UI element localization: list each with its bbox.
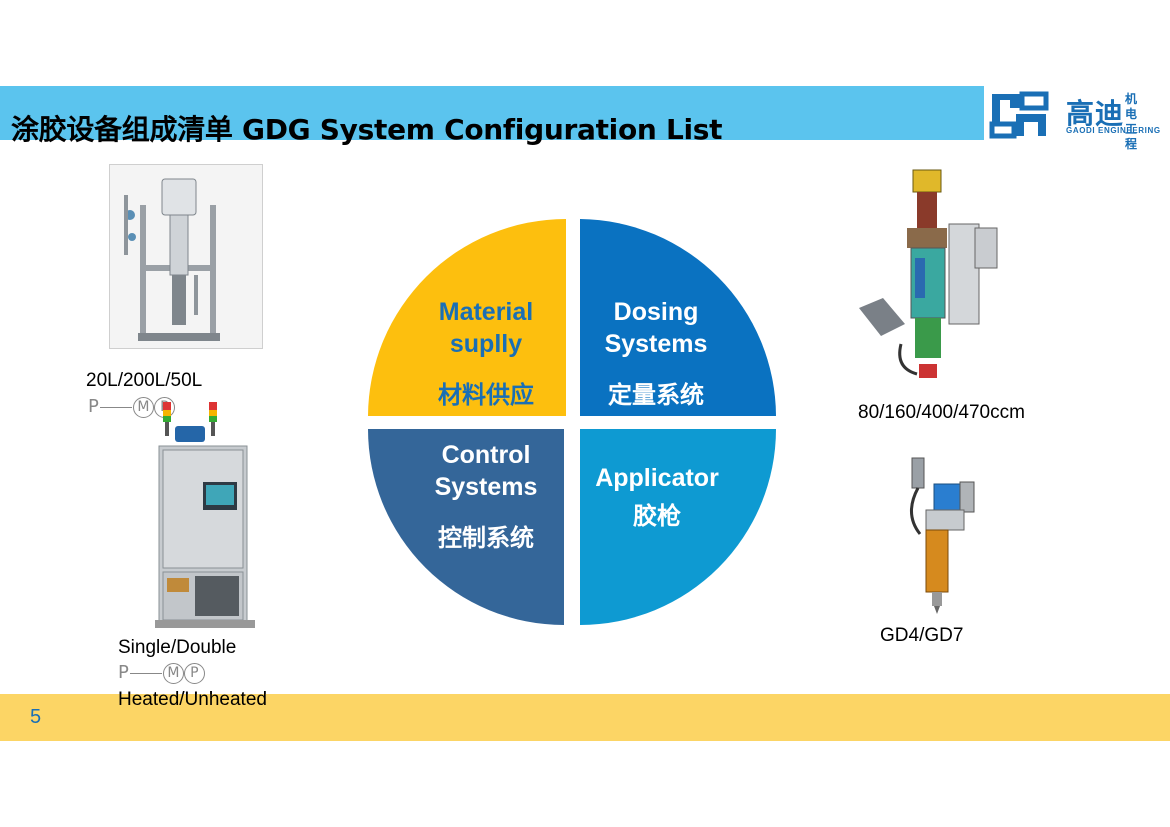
dosing-label-en: Dosing Systems [586, 296, 726, 360]
footer-bar [0, 694, 1170, 741]
connector-line [129, 672, 162, 674]
material-label-cn: 材料供应 [438, 381, 534, 409]
dosing-label-cn: 定量系统 [608, 381, 704, 409]
dosing-label-line1: Dosing [613, 298, 699, 326]
control-label-en: Control Systems [416, 439, 556, 503]
cabinet-caption-type: Single/Double [118, 637, 237, 658]
control-label-line1: Control [441, 441, 531, 469]
quadrant-control [368, 429, 564, 625]
gun-caption: GD4/GD7 [880, 625, 964, 646]
dosing-label-line2: Systems [604, 330, 708, 358]
quadrant-material [368, 219, 566, 416]
page-title: 涂胶设备组成清单 GDG System Configuration List [11, 113, 723, 146]
p-letter: P [88, 396, 99, 417]
company-logo [986, 86, 1170, 140]
pump-caption: 20L/200L/50L [86, 370, 203, 391]
motor-circle: M [132, 396, 154, 418]
pump-station-image [109, 164, 263, 349]
page-number: 5 [30, 706, 42, 728]
title-bar [0, 86, 984, 140]
control-cabinet-image [155, 398, 255, 630]
material-label-en: Material suplly [416, 296, 556, 360]
motor-circle: M [162, 662, 184, 684]
logo-mark-icon [986, 86, 1170, 140]
material-label-line1: Material [438, 298, 534, 326]
doser-caption: 80/160/400/470ccm [858, 402, 1025, 423]
system-quadrant-diagram [368, 219, 776, 625]
applicator-gun-image [898, 454, 982, 616]
connector-line [99, 406, 132, 408]
applicator-label-line1: Applicator [595, 464, 719, 492]
p-letter: P [118, 662, 129, 683]
quadrant-applicator [580, 429, 776, 625]
quadrant-dosing [580, 219, 776, 416]
control-label-cn: 控制系统 [438, 524, 534, 552]
control-label-line2: Systems [434, 473, 538, 501]
cabinet-caption-heating-overlay: Heated/Unheated [118, 689, 267, 710]
dosing-unit-image [855, 168, 1005, 384]
logo-en-text: GAODI ENGINEERING [1066, 126, 1161, 135]
material-label-line2: suplly [449, 330, 523, 358]
logo-cn-small-text: 机电工程 [1125, 92, 1138, 151]
applicator-label-en: Applicator [582, 462, 732, 494]
applicator-label-cn: 胶枪 [633, 502, 681, 530]
pressure-circle: P [183, 662, 205, 684]
logo-cn-text: 高迪 [1066, 97, 1125, 130]
